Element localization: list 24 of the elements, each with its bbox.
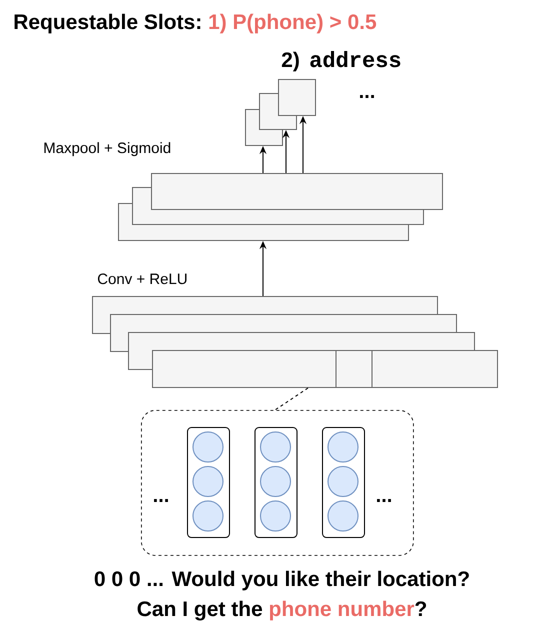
ellipsis: ... xyxy=(154,499,168,502)
sentence-text: Can I get the phone number? xyxy=(138,600,426,620)
ellipsis: ... xyxy=(360,95,374,98)
neuron-circle xyxy=(328,432,358,462)
slot-box xyxy=(278,79,316,116)
layer-label: Maxpool + Sigmoid xyxy=(44,142,170,156)
neuron-circle xyxy=(328,500,358,532)
feature-map xyxy=(152,350,498,388)
heading: 2) xyxy=(282,52,299,72)
sentence-text: 0 0 0 ... Would you like their location? xyxy=(94,570,469,590)
neuron-circle xyxy=(328,466,358,497)
neuron-circle xyxy=(192,432,224,462)
leader-line xyxy=(274,388,308,410)
neuron-circle xyxy=(260,432,291,462)
neuron-circle xyxy=(260,500,291,532)
neuron-circle xyxy=(260,466,291,497)
neuron-circle xyxy=(192,500,224,532)
neuron-circle xyxy=(192,466,224,497)
ellipsis: ... xyxy=(377,499,391,502)
layer-label: Conv + ReLU xyxy=(98,274,186,284)
feature-map xyxy=(151,173,443,210)
embedding-group xyxy=(141,410,414,556)
heading: Requestable Slots: 1) P(phone) > 0.5 xyxy=(14,14,376,34)
code-text: address xyxy=(310,51,400,68)
